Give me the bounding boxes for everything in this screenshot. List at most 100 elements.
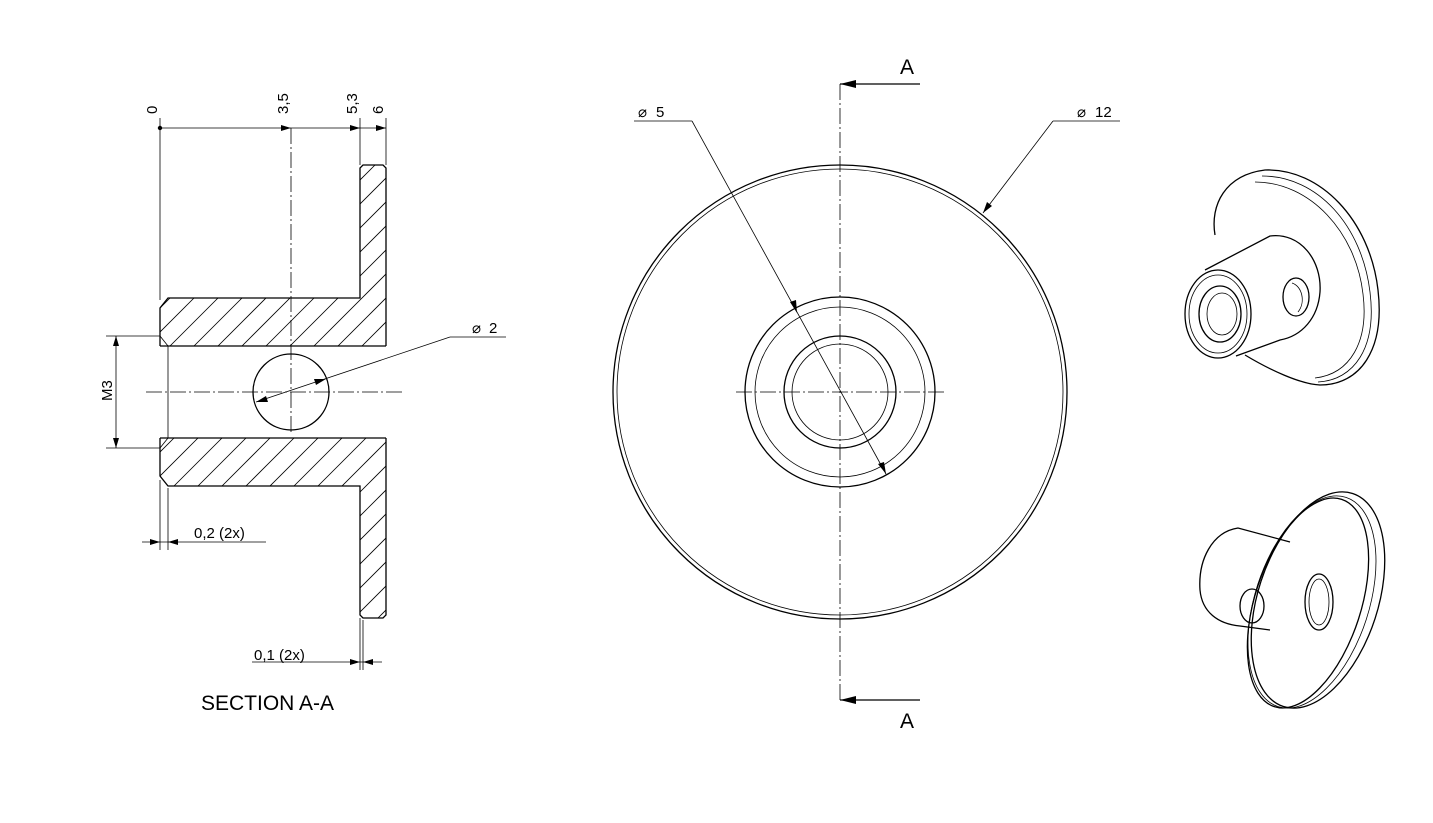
section-hatching-lower (160, 0, 1092, 700)
hatch-line-upper-2 (160, 165, 349, 346)
hatch-line-upper-13 (160, 165, 386, 346)
thread-dimension: M3 (99, 335, 160, 449)
hatch-line-lower-21 (160, 438, 386, 618)
section-outline-upper (159, 164, 387, 346)
hatch-line-lower-3 (160, 438, 373, 618)
ordinate-3-5: 3,5 (275, 93, 292, 114)
hatch-line-lower-10 (160, 438, 386, 618)
diameter-symbol-12: ⌀ (1077, 104, 1086, 121)
isometric-view-front (1184, 169, 1380, 386)
ordinate-0: 0 (144, 106, 161, 114)
isometric-view-back (1199, 491, 1386, 709)
hatch-line-lower-30 (319, 438, 386, 618)
ordinate-dimensions: 0 3,5 5,3 6 (144, 93, 387, 300)
chamfer-left-label: 0,2 (2x) (194, 525, 245, 542)
hatch-line-lower-15 (160, 438, 386, 618)
hatch-line-upper-30 (319, 165, 386, 346)
hatch-line-upper-32 (367, 165, 386, 346)
hatch-line-upper-16 (160, 165, 386, 346)
iso1-bore-inner (1206, 292, 1238, 336)
hatch-line-lower-18 (160, 438, 386, 618)
hatch-line-upper-31 (343, 165, 386, 346)
iso1-boss-body (1204, 235, 1321, 357)
iso1-flange-rim-inner (1254, 181, 1365, 379)
hole-diameter-value: 2 (489, 320, 497, 337)
iso1-boss-end (1184, 269, 1252, 359)
hatch-line-upper-7 (160, 165, 386, 346)
iso1-flange-rim (1261, 175, 1372, 383)
iso1-cross-hole (1282, 277, 1310, 317)
hatch-line-lower-33 (392, 0, 1092, 700)
chamfer-dimension-left: 0,2 (2x) (142, 480, 266, 550)
hatch-line-upper-8 (160, 165, 386, 346)
diameter-symbol-5: ⌀ (638, 104, 647, 121)
chamfer-dimension-right: 0,1 (2x) (252, 618, 382, 670)
hatch-line-upper-33 (392, 0, 1092, 700)
cut-plane-marker-bottom: A (840, 696, 920, 733)
hatch-line-lower-9 (160, 438, 386, 618)
iso2-flange-back (1250, 491, 1386, 709)
front-view: A A ⌀ 5 ⌀ 12 (612, 56, 1120, 733)
iso1-bore-outer (1198, 285, 1242, 343)
hatch-line-upper-21 (160, 165, 386, 346)
hatch-line-upper-9 (160, 165, 386, 346)
section-hatching-upper (160, 0, 1092, 700)
hatch-line-lower-4 (160, 438, 386, 618)
iso2-boss-body (1199, 527, 1291, 631)
hatch-line-upper-4 (160, 165, 386, 346)
inner-diameter-dimension: ⌀ 5 (634, 104, 887, 475)
hatch-line-lower-27 (247, 438, 386, 618)
hatch-line-upper-12 (160, 165, 386, 346)
hatch-line-lower-8 (160, 438, 386, 618)
diameter-symbol-2: ⌀ (472, 320, 481, 337)
cut-label-top: A (900, 56, 914, 79)
hatch-line-upper-18 (160, 165, 386, 346)
hatch-line-lower-13 (160, 438, 386, 618)
ordinate-5-3: 5,3 (344, 93, 361, 114)
iso2-flange-front (1246, 497, 1370, 709)
outer-diameter-value: 12 (1095, 104, 1112, 121)
thread-label: M3 (99, 380, 116, 401)
iso1-boss-end-chamfer (1188, 274, 1248, 354)
thread-root-top (159, 335, 169, 347)
hatch-line-upper-25 (199, 165, 386, 346)
hatch-line-upper-14 (160, 165, 386, 346)
ordinate-6: 6 (370, 106, 387, 114)
iso2-flange-chamfer (1247, 495, 1377, 709)
outer-diameter-dimension: ⌀ 12 (982, 104, 1120, 214)
section-title: SECTION A-A (201, 692, 334, 715)
hatch-line-upper-0 (160, 165, 301, 346)
hatch-line-lower-12 (160, 438, 386, 618)
hatch-line-lower-31 (343, 438, 386, 618)
hatch-line-upper-15 (160, 165, 386, 346)
chamfer-right-label: 0,1 (2x) (254, 647, 305, 664)
hatch-line-upper-20 (160, 165, 386, 346)
hatch-line-lower-7 (160, 438, 386, 618)
inner-diameter-value: 5 (656, 104, 664, 121)
hatch-line-lower-32 (367, 438, 386, 618)
hatch-line-upper-10 (160, 165, 386, 346)
iso1-cross-hole-inner (1291, 282, 1303, 313)
hatch-line-lower-19 (160, 438, 386, 618)
hole-diameter-dimension: ⌀ 2 (255, 320, 506, 403)
hatch-line-lower-25 (199, 438, 386, 618)
hatch-line-upper-19 (160, 165, 386, 346)
hatch-line-lower-0 (160, 438, 301, 618)
hatch-line-upper-3 (160, 165, 373, 346)
hatch-line-upper-26 (223, 165, 386, 346)
iso1-flange-back (1213, 169, 1380, 386)
hatch-line-lower-2 (160, 438, 349, 618)
hatch-line-upper-22 (160, 165, 386, 346)
hatch-line-lower-20 (160, 438, 386, 618)
hatch-line-lower-14 (160, 438, 386, 618)
hatch-line-lower-28 (271, 438, 386, 618)
iso2-bore-inner (1308, 578, 1330, 626)
iso2-bore-outer (1304, 573, 1334, 631)
hatch-line-lower-16 (160, 438, 386, 618)
cut-plane-marker-top: A (840, 56, 920, 88)
hatch-line-lower-26 (223, 438, 386, 618)
hatch-line-lower-22 (160, 438, 386, 618)
section-outline-lower (159, 438, 387, 619)
cut-label-bottom: A (900, 710, 914, 733)
